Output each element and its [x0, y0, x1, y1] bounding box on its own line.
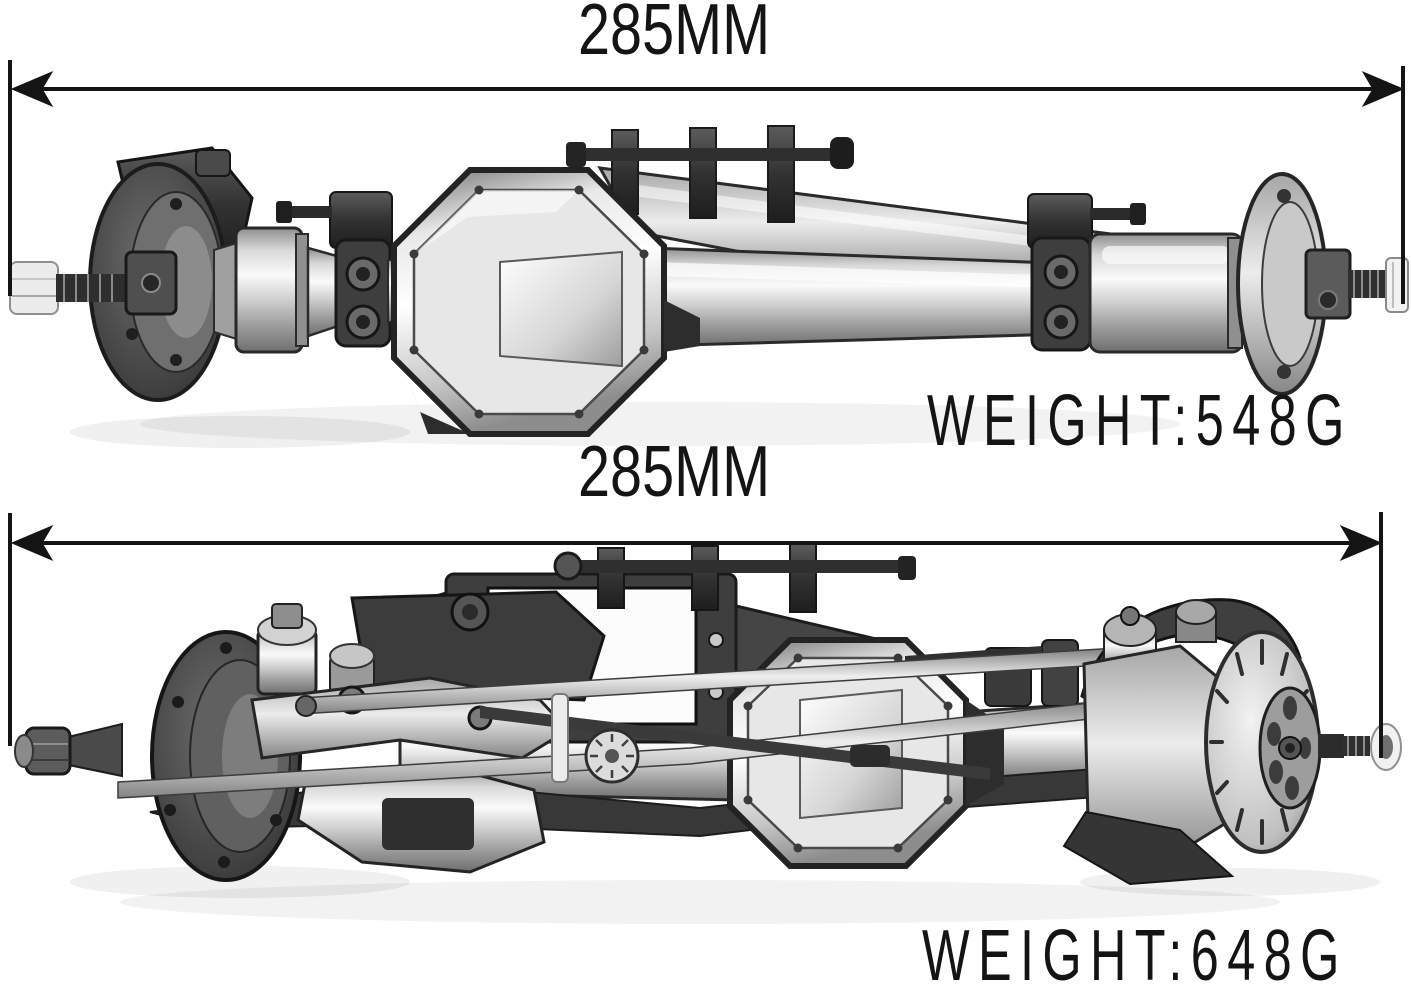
- bottom-dim-arrow-left-icon: [10, 524, 54, 562]
- front-axle-illustration: [14, 543, 1402, 924]
- top-dimension-label: 285MM: [578, 0, 771, 70]
- bottom-dimension-annotation: [8, 512, 1383, 758]
- top-dim-arrow-left-icon: [10, 70, 54, 108]
- bottom-dimension-label: 285MM: [578, 432, 771, 512]
- top-weight-label: WEIGHT:548G: [927, 381, 1353, 461]
- top-dim-arrow-right-icon: [1361, 70, 1405, 108]
- bottom-weight-label: WEIGHT:648G: [922, 916, 1348, 995]
- rear-axle-illustration: [9, 125, 1409, 448]
- bottom-dim-arrow-right-icon: [1339, 524, 1383, 562]
- top-dimension-annotation: [8, 60, 1405, 304]
